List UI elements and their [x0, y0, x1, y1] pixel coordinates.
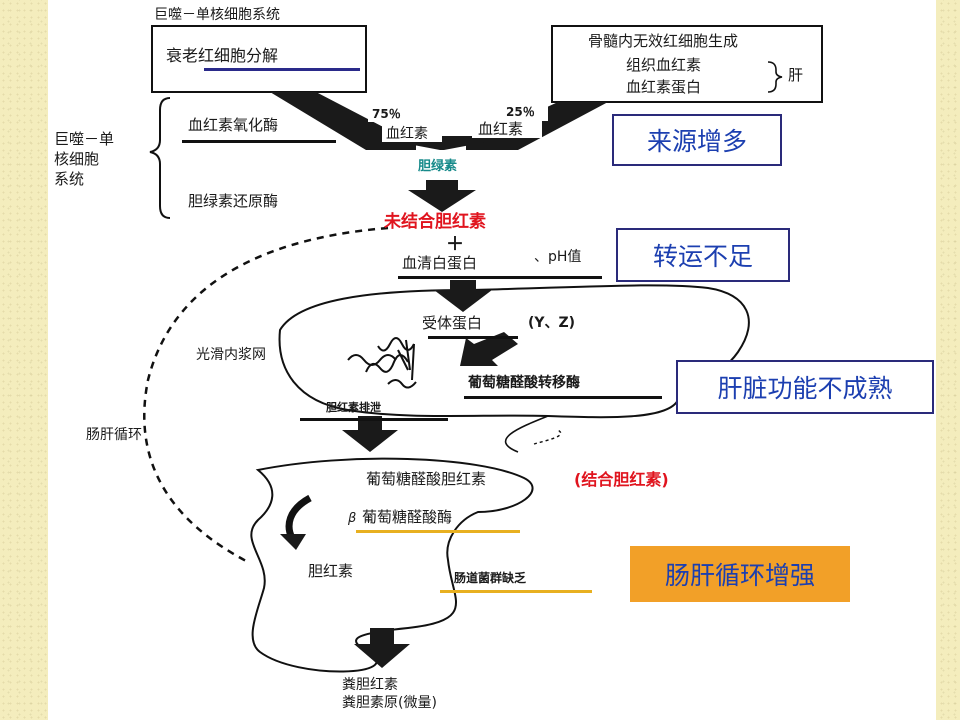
- label-bilirubin-excretion: 胆红素排泄: [326, 401, 381, 414]
- label-liver-brace: 肝: [788, 66, 804, 84]
- underline-bilirubin-excretion: [300, 418, 448, 421]
- label-heme-right: 血红素: [478, 120, 524, 138]
- arrow-albumin-to-receptor: [434, 280, 492, 312]
- label-receptor-protein: 受体蛋白: [422, 314, 483, 332]
- label-bilirubin: 胆红素: [308, 562, 354, 580]
- underline-senescent-rbc: [204, 68, 360, 71]
- label-mono-left-1: 巨噬－单: [54, 130, 115, 148]
- liver-inner-curve: [504, 415, 549, 453]
- label-unconjugated-bilirubin: 未结合胆红素: [384, 212, 486, 232]
- enterohepatic-dashed-loop: [143, 226, 389, 564]
- label-conjugated-note: (结合胆红素): [574, 470, 669, 489]
- label-gut-flora: 肠道菌群缺乏: [454, 571, 527, 585]
- label-beta: β: [348, 511, 357, 526]
- underline-albumin: [398, 276, 602, 279]
- label-smooth-er: 光滑内浆网: [196, 347, 266, 363]
- label-pct-75: 75％: [372, 107, 401, 121]
- label-mono-left-2: 核细胞: [54, 150, 100, 168]
- arrow-excretion-down: [342, 416, 398, 452]
- curved-arrow-to-bilirubin: [285, 494, 312, 540]
- arrow-to-feces: [354, 628, 410, 668]
- label-marrow-2: 组织血红素: [626, 56, 702, 74]
- mono-system-brace: [149, 97, 171, 219]
- underline-transferase: [464, 396, 662, 399]
- underline-gut-flora: [440, 590, 592, 593]
- label-fecal-1: 粪胆红素: [342, 677, 398, 693]
- marrow-box: [551, 25, 823, 103]
- label-biliverdin-reductase: 胆绿素还原酶: [188, 192, 279, 210]
- arrow-to-unconjugated: [408, 180, 476, 212]
- senescent-rbc-box: [151, 25, 367, 93]
- callout-insufficient-transport: 转运不足: [616, 228, 790, 282]
- label-enterohepatic: 肠肝循环: [86, 427, 142, 443]
- label-glucuronide-bilirubin: 葡萄糖醛酸胆红素: [366, 470, 487, 488]
- label-marrow-3: 血红素蛋白: [626, 78, 702, 96]
- label-pct-25: 25％: [506, 105, 535, 119]
- underline-heme-oxygenase: [182, 140, 336, 143]
- liver-brace: [767, 61, 783, 93]
- label-mono-left-3: 系统: [54, 170, 85, 188]
- callout-increased-source: 来源增多: [612, 114, 782, 166]
- label-ph-note: 、pH值: [534, 249, 582, 265]
- underline-beta-glucuronidase: [356, 530, 520, 533]
- label-heme-oxygenase: 血红素氧化酶: [188, 116, 279, 134]
- label-albumin: 血清白蛋白: [402, 254, 478, 272]
- label-transferase: 葡萄糖醛酸转移酶: [468, 375, 580, 391]
- callout-enhanced-enterohepatic: 肠肝循环增强: [630, 546, 850, 602]
- label-yz: (Y、Z): [528, 315, 576, 331]
- label-fecal-2: 粪胆素原(微量): [342, 695, 437, 711]
- underline-receptor-protein: [428, 336, 518, 339]
- label-mono-system-top: 巨噬－单核细胞系统: [154, 7, 280, 23]
- label-biliverdin: 胆绿素: [418, 159, 458, 174]
- smooth-er-squiggle: [347, 337, 417, 389]
- label-plus: ＋: [446, 234, 464, 255]
- label-marrow-1: 骨髓内无效红细胞生成: [588, 32, 739, 50]
- label-heme-left: 血红素: [386, 126, 428, 142]
- funnel-left-arm: [270, 92, 416, 150]
- arrow-receptor-to-er: [460, 332, 518, 366]
- callout-immature-liver: 肝脏功能不成熟: [676, 360, 934, 414]
- pathway-drawing: [143, 25, 823, 673]
- label-senescent-rbc: 衰老红细胞分解: [166, 46, 279, 65]
- label-beta-glucuronidase: 葡萄糖醛酸酶: [362, 508, 453, 526]
